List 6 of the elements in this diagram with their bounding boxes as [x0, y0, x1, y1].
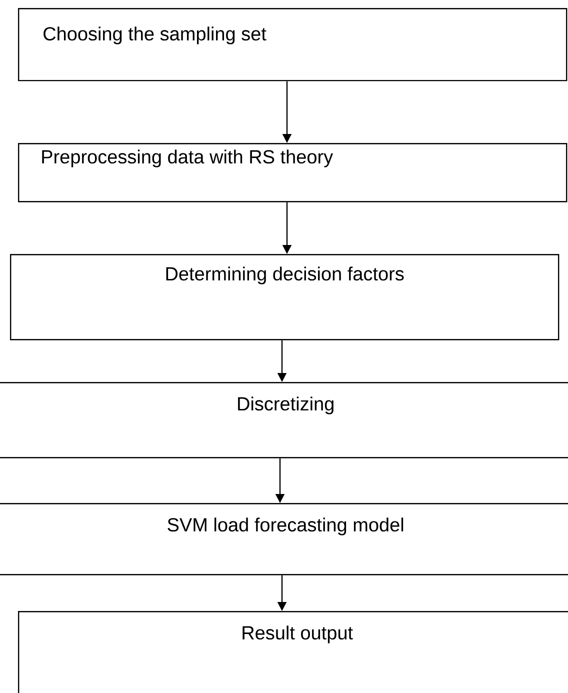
process-box: Result output — [18, 611, 568, 693]
process-box: Preprocessing data with RS theory — [18, 143, 568, 202]
process-box: Choosing the sampling set — [18, 8, 568, 82]
process-box: SVM load forecasting model — [0, 503, 568, 576]
process-box: Discretizing — [0, 382, 568, 458]
process-box: Determining decision factors — [10, 254, 560, 340]
